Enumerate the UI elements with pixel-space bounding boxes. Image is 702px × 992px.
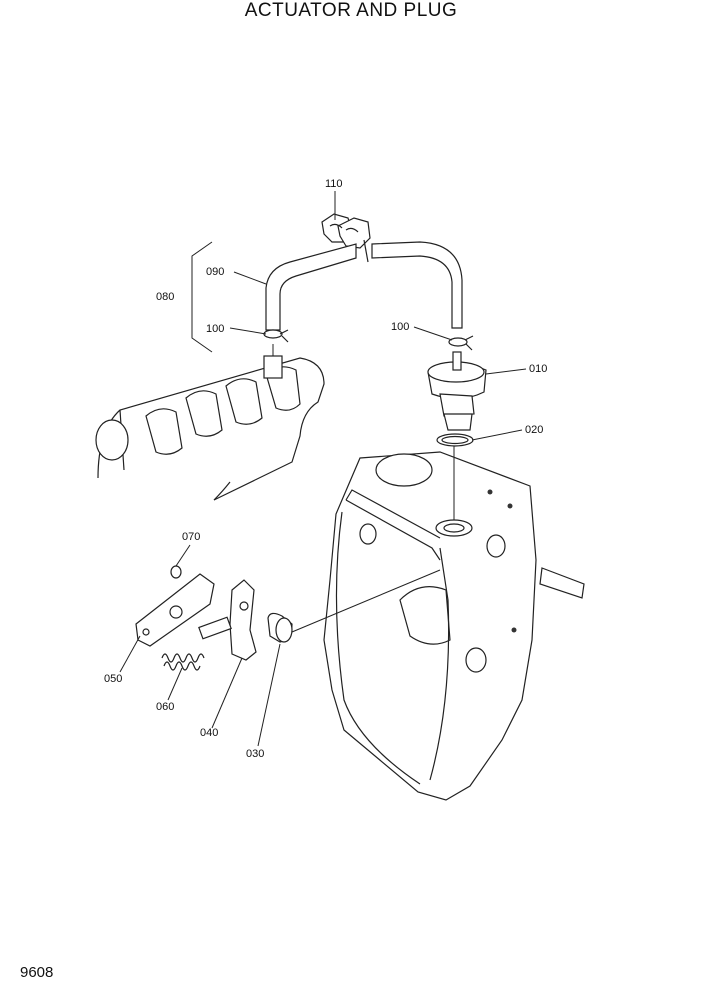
- callout-100-right: 100: [391, 321, 409, 333]
- callout-010: 010: [529, 363, 547, 375]
- leader-lines: [119, 191, 527, 747]
- actuator-010: [427, 351, 487, 431]
- plate-050: [135, 573, 215, 647]
- callout-070: 070: [182, 531, 200, 543]
- o-ring-020-inner: [441, 435, 469, 445]
- lever-040: [198, 579, 257, 661]
- hose-clamp-100-right: [448, 335, 474, 351]
- callout-020: 020: [525, 424, 543, 436]
- callout-110: 110: [325, 178, 343, 190]
- bracket-080: [191, 241, 213, 353]
- callout-040: 040: [200, 727, 218, 739]
- diagram-title: ACTUATOR AND PLUG: [244, 0, 458, 21]
- clip-110: [321, 213, 371, 249]
- callout-090: 090: [206, 266, 224, 278]
- callout-100-left: 100: [206, 323, 224, 335]
- washer-070: [170, 565, 182, 579]
- callout-050: 050: [104, 673, 122, 685]
- bushing-030: [267, 569, 441, 643]
- callout-030: 030: [246, 748, 264, 760]
- hose-090: [265, 239, 463, 331]
- page-number: 9608: [20, 964, 54, 981]
- hose-clamp-100-left: [263, 329, 289, 343]
- callout-060: 060: [156, 701, 174, 713]
- callout-080: 080: [156, 291, 174, 303]
- intake-manifold: [95, 344, 325, 501]
- spring-060: [161, 653, 205, 671]
- governor-housing: [323, 446, 585, 801]
